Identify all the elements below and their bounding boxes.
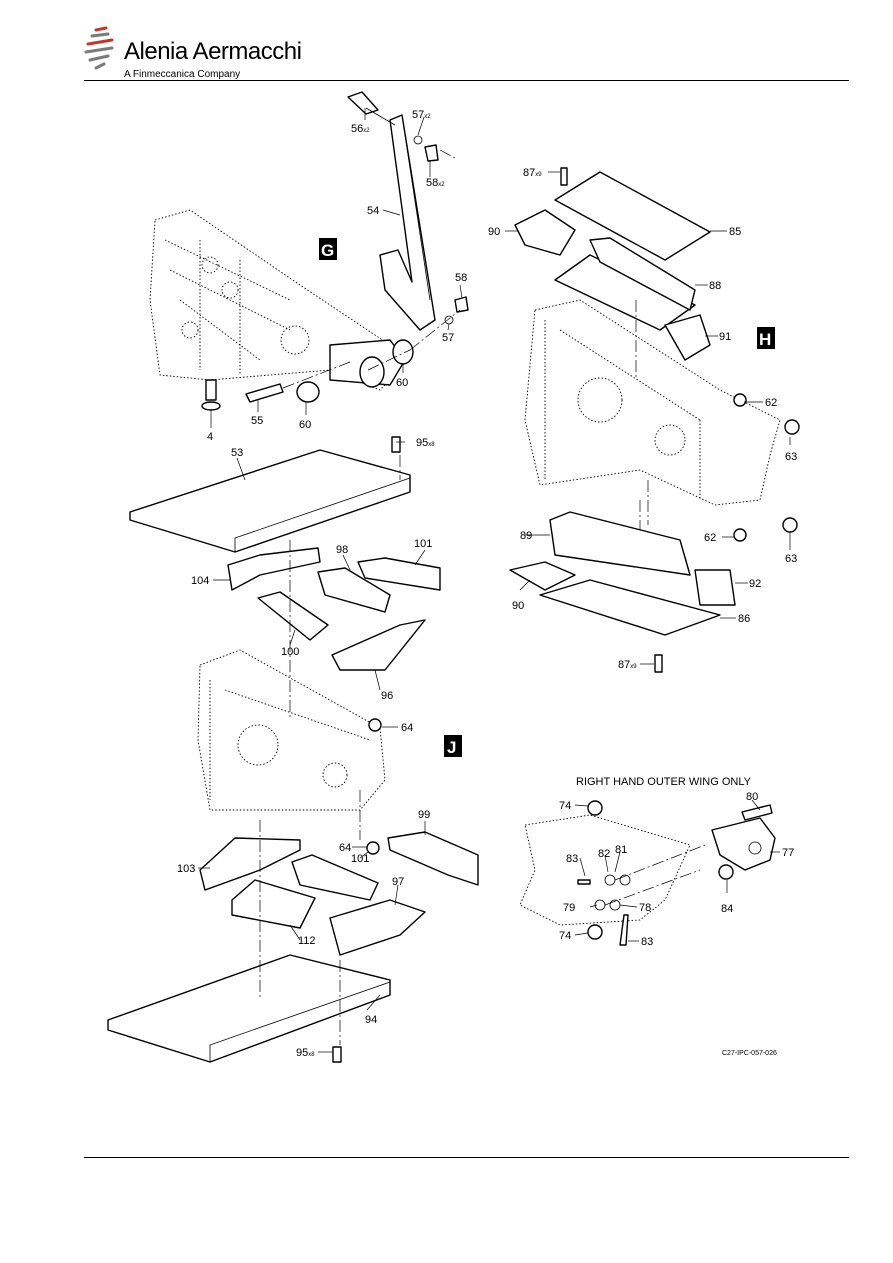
callout-83: 83 [641, 936, 653, 948]
callout-94: 94 [365, 1014, 377, 1026]
brackets-j-top [227, 547, 441, 671]
brand-logo-icon [84, 26, 114, 70]
callout-64: 64 [401, 722, 413, 734]
lever-54 [379, 114, 436, 331]
brackets-j-bottom [199, 718, 479, 956]
callout-97: 97 [392, 876, 404, 888]
header-rule [84, 80, 849, 81]
callout-63: 63 [785, 451, 797, 463]
callout-88: 88 [709, 280, 721, 292]
callout-99: 99 [418, 809, 430, 821]
callout-62: 62 [765, 397, 777, 409]
callout-54: 54 [367, 205, 379, 217]
section-badge-h: H [757, 327, 775, 349]
callout-91: 91 [719, 331, 731, 343]
brand-name: Alenia Aermacchi [124, 38, 302, 65]
callout-60: 60 [299, 419, 311, 431]
callout-103: 103 [177, 863, 195, 875]
callout-96: 96 [381, 690, 393, 702]
section-badge-g: G [319, 238, 337, 260]
callout-63: 63 [785, 553, 797, 565]
callout-57: 57x2 [412, 109, 431, 121]
plate-53 [129, 449, 411, 553]
callout-labels: 56x2 57x2 58x2 54 58 57 60 60 55 4 87x9 … [177, 109, 797, 1059]
callout-74: 74 [559, 930, 571, 942]
main-frame-g [149, 209, 406, 391]
svg-text:G: G [321, 241, 334, 260]
frame-h [524, 299, 781, 506]
svg-text:H: H [759, 330, 771, 349]
leader-lines [198, 108, 791, 1053]
callout-95: 95x8 [296, 1047, 315, 1059]
callout-57: 57 [442, 332, 454, 344]
callout-112: 112 [298, 935, 316, 947]
svg-text:J: J [447, 738, 456, 757]
section-badge-j: J [444, 735, 462, 757]
callout-92: 92 [749, 578, 761, 590]
callout-98: 98 [336, 544, 348, 556]
callout-101: 101 [414, 538, 432, 550]
callout-82: 82 [598, 848, 610, 860]
callout-58: 58x2 [426, 177, 445, 189]
callout-62: 62 [704, 532, 716, 544]
callout-81: 81 [615, 844, 627, 856]
callout-104: 104 [191, 575, 209, 587]
callout-95: 95x8 [416, 437, 435, 449]
callout-55: 55 [251, 415, 263, 427]
callout-78: 78 [639, 902, 651, 914]
figure-reference: C27-IPC-057-026 [722, 1050, 777, 1057]
callout-87: 87x9 [523, 167, 542, 179]
callout-80: 80 [746, 791, 758, 803]
callout-83: 83 [566, 853, 578, 865]
callout-74: 74 [559, 800, 571, 812]
callout-101: 101 [351, 853, 369, 865]
outer-wing-note: RIGHT HAND OUTER WING ONLY [576, 776, 752, 788]
callout-4: 4 [207, 431, 213, 443]
bolts-g [201, 91, 469, 411]
callout-64: 64 [339, 842, 351, 854]
callout-53: 53 [231, 447, 243, 459]
plate-94 [107, 436, 401, 1063]
outer-wing-detail [519, 800, 776, 946]
callout-85: 85 [729, 226, 741, 238]
callout-100: 100 [281, 646, 299, 658]
callout-56: 56x2 [351, 123, 370, 135]
plates-h [509, 167, 800, 673]
callout-90: 90 [512, 600, 524, 612]
callout-89: 89 [520, 530, 532, 542]
callout-90: 90 [488, 226, 500, 238]
callout-87: 87x9 [618, 659, 637, 671]
callout-77: 77 [782, 847, 794, 859]
footer-rule [84, 1157, 849, 1158]
brand-subtitle: A Finmeccanica Company [124, 69, 241, 80]
callout-86: 86 [738, 613, 750, 625]
frame-j [197, 649, 386, 811]
callout-79: 79 [563, 902, 575, 914]
callout-84: 84 [721, 903, 733, 915]
callout-60: 60 [396, 377, 408, 389]
callout-58: 58 [455, 272, 467, 284]
